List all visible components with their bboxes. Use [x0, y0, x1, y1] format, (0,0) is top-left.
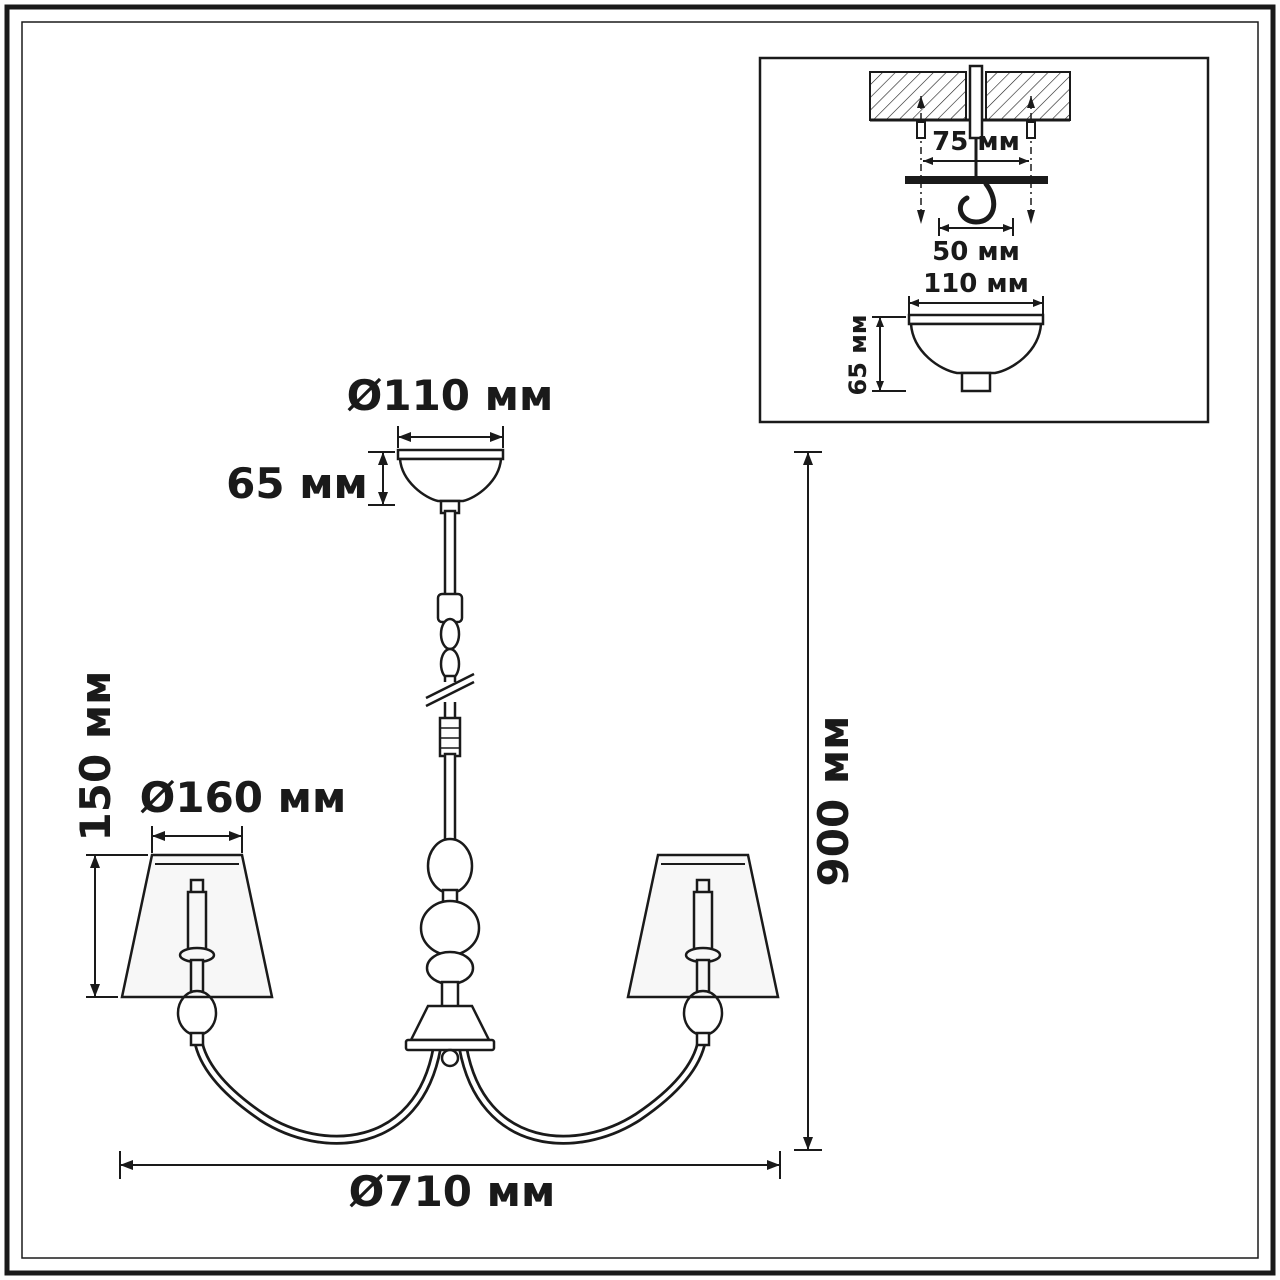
dim-shade-diameter: Ø160 мм [140, 773, 347, 853]
dim-canopy-height: 65 мм [226, 451, 395, 508]
left-lamp-holder [176, 878, 218, 1047]
dimensions: Ø110 мм 65 мм Ø160 мм [71, 371, 858, 1216]
suspension-rod [422, 509, 478, 842]
canopy-diameter-label: Ø110 мм [347, 371, 554, 420]
dim-hook-plate-width: 50 мм [932, 218, 1020, 267]
ceiling-hook [957, 181, 997, 225]
main-canopy [396, 448, 505, 515]
dim-overall-height: 900 мм [794, 451, 858, 1151]
dim-anchor-spacing: 75 мм [923, 127, 1029, 165]
inset-canopy-diameter-label: 110 мм [923, 269, 1029, 299]
dim-canopy-diameter: Ø110 мм [347, 371, 554, 448]
chandelier-drawing [120, 448, 780, 1145]
shade-height-label: 150 мм [71, 671, 120, 842]
dim-inset-canopy-height: 65 мм [844, 315, 906, 396]
right-lamp-holder [682, 878, 724, 1047]
anchor-left [916, 96, 926, 224]
dim-shade-height: 150 мм [71, 671, 148, 998]
central-baluster [404, 837, 496, 1068]
overall-width-label: Ø710 мм [349, 1167, 556, 1216]
ceiling-hatch [869, 64, 1071, 176]
canopy-height-label: 65 мм [226, 459, 368, 508]
dim-inset-canopy-diameter: 110 мм [908, 269, 1044, 314]
inset-canopy-height-label: 65 мм [844, 315, 872, 396]
hook-plate-width-label: 50 мм [932, 237, 1020, 267]
anchor-spacing-label: 75 мм [932, 127, 1020, 157]
left-lamp-shade [120, 853, 274, 999]
overall-height-label: 900 мм [809, 716, 858, 887]
mount-inset: 75 мм 50 мм 110 мм [758, 56, 1210, 424]
anchor-right [1026, 96, 1036, 224]
right-lamp-shade [626, 853, 780, 999]
page-frame [4, 4, 1276, 1276]
mounting-bracket [905, 176, 1048, 184]
inset-canopy [907, 313, 1045, 393]
shade-diameter-label: Ø160 мм [140, 773, 347, 822]
chandelier-arms [193, 1035, 707, 1145]
dim-overall-width: Ø710 мм [119, 1151, 781, 1216]
